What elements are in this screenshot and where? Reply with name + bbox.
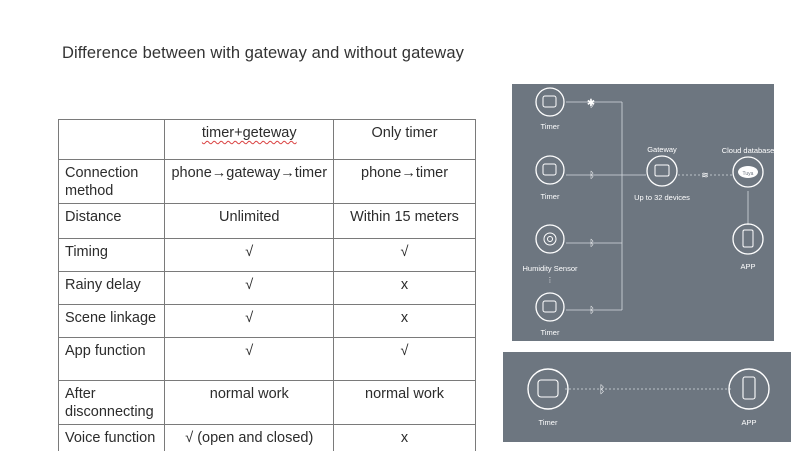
with-gateway-cell: √	[164, 238, 335, 272]
feature-cell: Distance	[57, 203, 166, 239]
feature-cell: Connection method	[57, 159, 166, 204]
gateway-capacity-label: Up to 32 devices	[634, 193, 690, 202]
table-row: App function √ √	[57, 337, 476, 381]
feature-cell: After disconnecting	[57, 380, 166, 425]
only-timer-cell: √	[333, 238, 476, 272]
table-row: Timing √ √	[57, 238, 476, 272]
bluetooth-icon: ✱	[587, 98, 595, 109]
table-header-row: timer+geteway Only timer	[57, 119, 476, 160]
direct-connection-diagram: ᛒ Timer APP	[503, 352, 791, 442]
cloud-badge: Tuya	[743, 171, 754, 177]
feature-cell: App function	[57, 337, 166, 381]
with-gateway-cell: Unlimited	[164, 203, 335, 239]
app-label: APP	[740, 262, 756, 271]
direct-diagram-graphics: ᛒ	[527, 368, 770, 410]
with-gateway-cell: √ (open and closed)	[164, 424, 335, 451]
with-gateway-cell: normal work	[164, 380, 335, 425]
with-gateway-cell: √	[164, 304, 335, 338]
svg-text:≋: ≋	[701, 171, 709, 181]
cloud-database-label: Cloud database	[721, 146, 775, 155]
only-timer-cell: Within 15 meters	[333, 203, 476, 239]
table-row: Rainy delay √ x	[57, 271, 476, 305]
with-gateway-cell: phone→gateway→timer	[164, 159, 335, 204]
table-row: Scene linkage √ x	[57, 304, 476, 338]
only-timer-cell: phone→timer	[333, 159, 476, 204]
table-row: Connection method phone→gateway→timer ph…	[57, 159, 476, 204]
only-timer-cell: √	[333, 337, 476, 381]
timer-label: Timer	[540, 192, 560, 201]
svg-text:ᛒ: ᛒ	[589, 170, 594, 181]
table-row: Voice function √ (open and closed) x	[57, 424, 476, 451]
svg-text:⋮: ⋮	[547, 276, 554, 284]
with-gateway-cell: √	[164, 337, 335, 381]
only-timer-cell: x	[333, 424, 476, 451]
only-timer-cell: x	[333, 304, 476, 338]
gateway-label: Gateway	[647, 145, 677, 154]
header-cell-only-timer: Only timer	[333, 119, 476, 160]
feature-cell: Rainy delay	[57, 271, 166, 305]
header-cell-empty	[57, 119, 166, 160]
app-label: APP	[741, 418, 757, 427]
svg-text:ᛒ: ᛒ	[589, 305, 594, 316]
table-row: Distance Unlimited Within 15 meters	[57, 203, 476, 239]
page-title: Difference between with gateway and with…	[62, 44, 464, 62]
with-gateway-cell: √	[164, 271, 335, 305]
table-row: After disconnecting normal work normal w…	[57, 380, 476, 425]
timer-label: Timer	[538, 418, 558, 427]
svg-text:ᛒ: ᛒ	[589, 99, 594, 110]
gateway-diagram-graphics: ✱ Tuya ᛒ ᛒ ᛒ ᛒ ≋ ⋮	[535, 87, 764, 322]
comparison-table: timer+geteway Only timer Connection meth…	[57, 119, 476, 451]
header-with-gateway-text: timer+geteway	[201, 125, 297, 141]
humidity-sensor-label: Humidity Sensor	[522, 264, 578, 273]
svg-text:✱: ✱	[587, 98, 595, 109]
timer-label: Timer	[540, 328, 560, 337]
feature-cell: Timing	[57, 238, 166, 272]
timer-label: Timer	[540, 122, 560, 131]
gateway-network-diagram: ✱ Tuya ᛒ ᛒ ᛒ ᛒ ≋ ⋮	[512, 84, 774, 341]
header-cell-with-gateway: timer+geteway	[164, 119, 335, 160]
feature-cell: Voice function	[57, 424, 166, 451]
only-timer-cell: x	[333, 271, 476, 305]
bluetooth-icon: ᛒ	[599, 383, 606, 396]
feature-cell: Scene linkage	[57, 304, 166, 338]
svg-text:ᛒ: ᛒ	[589, 238, 594, 249]
only-timer-cell: normal work	[333, 380, 476, 425]
